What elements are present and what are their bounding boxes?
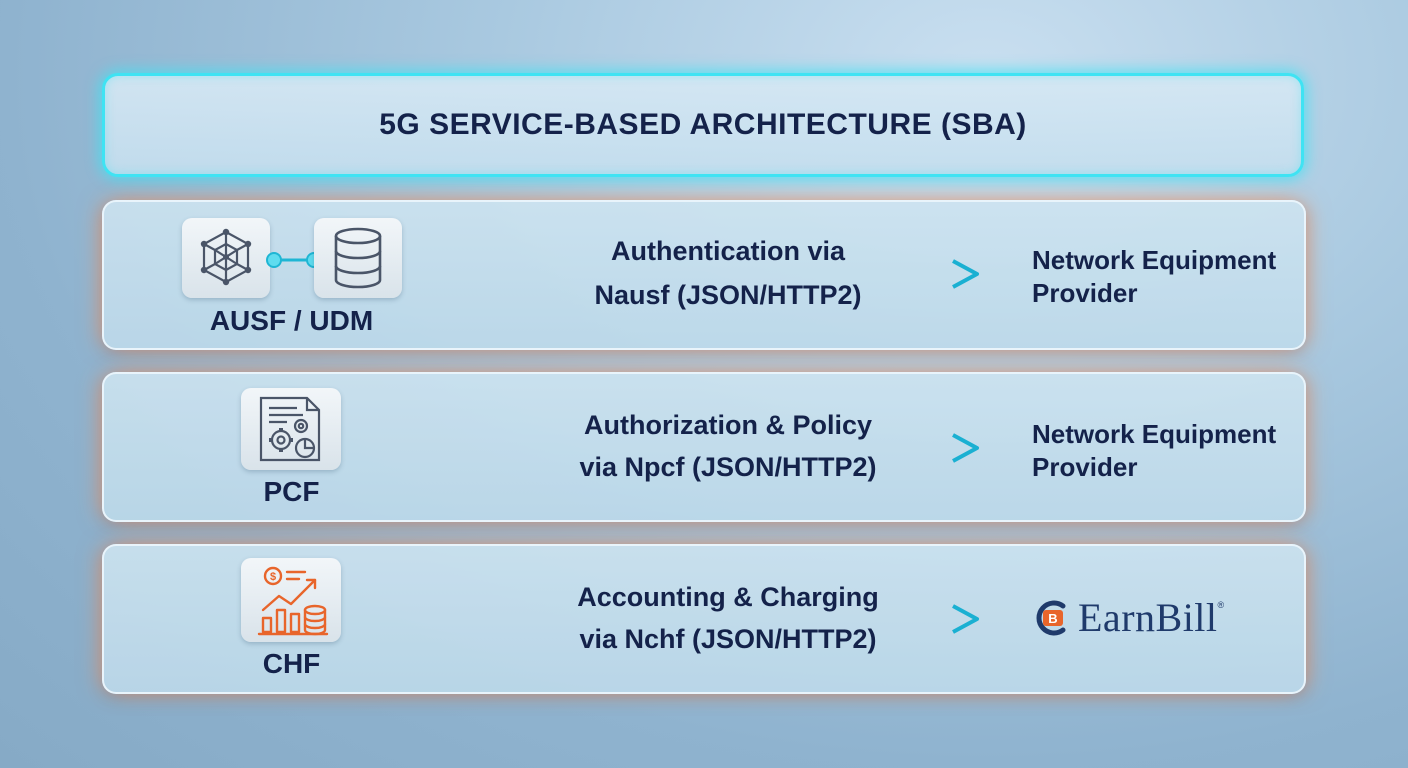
charging-analytics-icon: $ <box>241 558 341 642</box>
flow-arrow <box>471 433 979 463</box>
node-label: CHF <box>262 648 321 679</box>
earnbill-logo: B EarnBill ® <box>1032 594 1224 641</box>
sba-row-ausf-udm: AUSF / UDM Authentication via Nausf (JSO… <box>102 200 1306 350</box>
flow-label-line2: via Npcf (JSON/HTTP2) <box>579 452 877 482</box>
provider-line2: Provider <box>1032 278 1138 308</box>
svg-text:$: $ <box>270 571 276 583</box>
flow-label-line1: Authentication via <box>610 236 846 266</box>
network-hexagon-icon <box>182 218 270 298</box>
sba-row-chf: $ CHF Accounting & Charging via Nchf (JS… <box>102 544 1306 694</box>
diagram-title-box: 5G SERVICE-BASED ARCHITECTURE (SBA) <box>102 73 1304 177</box>
provider-line1: Network Equipment <box>1032 245 1277 275</box>
database-icon <box>314 218 402 298</box>
earnbill-brand-name: EarnBill <box>1078 595 1218 640</box>
node-label: PCF <box>263 476 320 507</box>
flow-label-line2: via Nchf (JSON/HTTP2) <box>579 624 877 654</box>
flow-label-line1: Accounting & Charging <box>577 582 879 612</box>
node-label: AUSF / UDM <box>209 305 374 336</box>
provider-line1: Network Equipment <box>1032 419 1277 449</box>
registered-mark: ® <box>1217 600 1225 610</box>
policy-document-gears-icon <box>241 388 341 470</box>
flow-arrow <box>471 604 979 634</box>
flow-label-line2: Nausf (JSON/HTTP2) <box>594 280 862 310</box>
svg-text:B: B <box>1048 611 1057 626</box>
sba-row-pcf: PCF Authorization & Policy via Npcf (JSO… <box>102 372 1306 522</box>
earnbill-logo-icon: B <box>1036 600 1066 635</box>
diagram-title: 5G SERVICE-BASED ARCHITECTURE (SBA) <box>379 108 1027 141</box>
flow-arrow <box>471 259 979 289</box>
provider-line2: Provider <box>1032 452 1138 482</box>
flow-label-line1: Authorization & Policy <box>583 410 872 440</box>
